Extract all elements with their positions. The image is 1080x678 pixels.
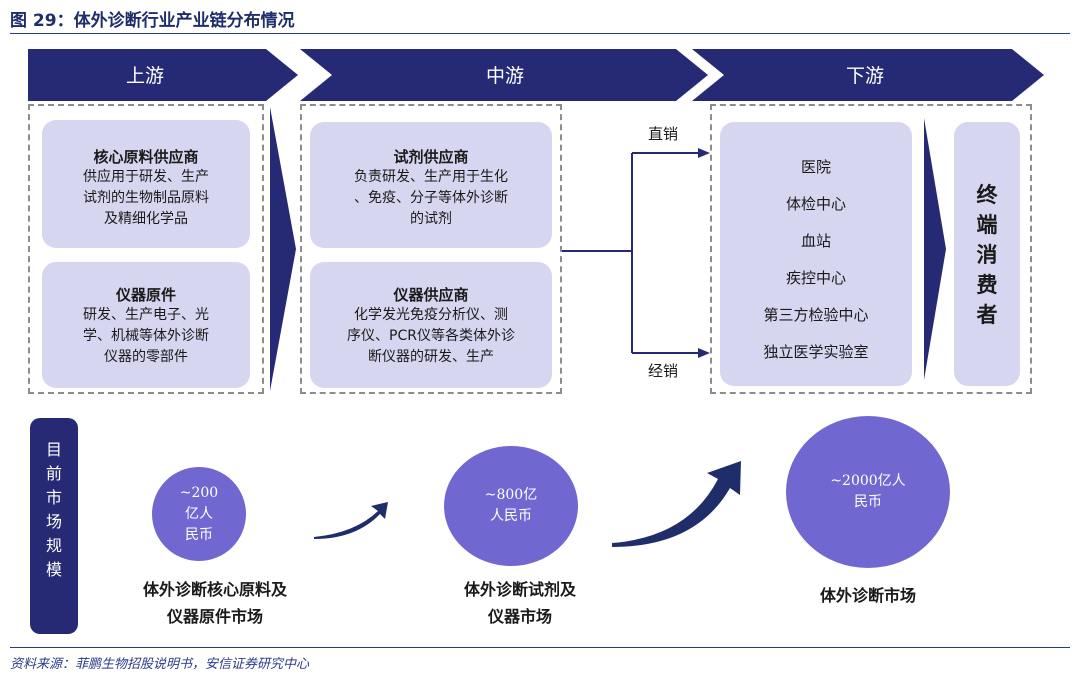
downstream-market-label: 体外诊断市场 [768, 582, 968, 609]
downstream-market-label-line: 体外诊断市场 [819, 586, 916, 605]
instrument-supplier-line: 断仪器的研发、生产 [368, 349, 494, 365]
midstream-label: 中游 [485, 65, 524, 87]
market-size-char: 规 [45, 536, 62, 555]
downstream-group [710, 104, 1032, 394]
instrument-parts-line: 学、机械等体外诊断 [83, 328, 209, 344]
market-size-char: 前 [45, 464, 62, 483]
institution-item: 第三方检验中心 [763, 306, 869, 324]
end-consumer-card: 终 端 消 费 者 [954, 122, 1020, 386]
downstream-market-value: ~2000亿人 [830, 473, 906, 489]
reagent-supplier-line: 的试剂 [410, 211, 452, 227]
instrument-parts-card: 仪器原件 研发、生产电子、光 学、机械等体外诊断 仪器的零部件 [42, 262, 250, 388]
reagent-supplier-line: 、免疫、分子等体外诊断 [354, 190, 508, 206]
upstream-market-value: 亿人 [185, 505, 213, 522]
institutions-to-consumer-arrow [924, 118, 946, 380]
instrument-parts-line: 研发、生产电子、光 [83, 307, 209, 323]
market-size-char: 目 [45, 440, 62, 459]
midstream-market-value: ~800亿 [484, 487, 538, 503]
end-consumer-char: 终 [976, 183, 998, 207]
direct-arrowhead [698, 148, 710, 158]
raw-materials-line: 及精细化学品 [104, 211, 188, 227]
instrument-supplier-title: 仪器供应商 [393, 286, 469, 304]
upstream-chevron [28, 49, 298, 101]
midstream-market-label-line: 仪器市场 [487, 607, 552, 626]
end-consumer-char: 端 [976, 213, 998, 237]
institution-item: 体检中心 [785, 195, 846, 213]
market-size-char: 市 [45, 488, 62, 507]
channel-connectors [562, 152, 700, 354]
upstream-market-label-line: 仪器原件市场 [166, 607, 263, 626]
upstream-market-value: 民币 [185, 526, 213, 543]
market-size-char: 场 [45, 512, 62, 531]
market-size-char: 模 [45, 560, 62, 579]
institution-item: 独立医学实验室 [763, 343, 869, 361]
instrument-parts-title: 仪器原件 [115, 286, 176, 304]
upstream-market-label-line: 体外诊断核心原料及 [142, 580, 287, 599]
midstream-market-bubble: ~800亿 人民币 [444, 446, 578, 566]
growth-arrow-large [612, 461, 741, 547]
downstream-market-value: 民币 [854, 494, 882, 510]
source-note: 资料来源：菲鹏生物招股说明书，安信证券研究中心 [10, 657, 310, 672]
institution-item: 血站 [800, 232, 831, 250]
title-rule [10, 33, 1070, 34]
distribution-label: 经销 [648, 362, 679, 380]
flow-graphics [28, 49, 1044, 391]
end-consumer-char: 者 [976, 303, 998, 327]
upstream-market-value: ~200 [179, 484, 219, 501]
instrument-parts-line: 仪器的零部件 [104, 349, 188, 365]
upstream-group [28, 104, 264, 394]
institutions-card: 医院 体检中心 血站 疾控中心 第三方检验中心 独立医学实验室 [720, 122, 912, 386]
upstream-market-label: 体外诊断核心原料及 仪器原件市场 [90, 576, 340, 630]
instrument-supplier-line: 序仪、PCR仪等各类体外诊 [347, 328, 515, 344]
midstream-market-label-line: 体外诊断试剂及 [463, 580, 576, 599]
raw-materials-line: 试剂的生物制品原料 [83, 190, 209, 206]
raw-materials-line: 供应用于研发、生产 [83, 169, 209, 185]
midstream-group [300, 104, 562, 394]
figure-title: 图 29：体外诊断行业产业链分布情况 [10, 11, 295, 31]
institution-item: 疾控中心 [785, 269, 846, 287]
downstream-market-bubble: ~2000亿人 民币 [786, 416, 950, 568]
growth-arrow-small [314, 502, 388, 539]
growth-arrows [314, 461, 741, 547]
raw-materials-title: 核心原料供应商 [93, 148, 199, 166]
distribution-arrowhead [698, 348, 710, 358]
downstream-label: 下游 [845, 65, 884, 87]
instrument-supplier-line: 化学发光免疫分析仪、测 [354, 307, 508, 323]
midstream-market-value: 人民币 [490, 508, 532, 524]
reagent-supplier-title: 试剂供应商 [393, 148, 469, 166]
upstream-market-bubble: ~200 亿人 民币 [152, 467, 246, 561]
end-consumer-char: 费 [976, 273, 998, 297]
reagent-supplier-line: 负责研发、生产用于生化 [354, 169, 508, 185]
raw-materials-card: 核心原料供应商 供应用于研发、生产 试剂的生物制品原料 及精细化学品 [42, 120, 250, 248]
direct-sales-label: 直销 [648, 125, 679, 143]
midstream-chevron [300, 49, 708, 101]
upstream-label: 上游 [125, 65, 164, 87]
footer-rule [10, 647, 1070, 648]
market-size-side-label: 目 前 市 场 规 模 [30, 418, 78, 634]
end-consumer-char: 消 [976, 243, 998, 267]
reagent-supplier-card: 试剂供应商 负责研发、生产用于生化 、免疫、分子等体外诊断 的试剂 [310, 122, 552, 248]
institution-item: 医院 [800, 158, 831, 176]
instrument-supplier-card: 仪器供应商 化学发光免疫分析仪、测 序仪、PCR仪等各类体外诊 断仪器的研发、生… [310, 262, 552, 388]
midstream-market-label: 体外诊断试剂及 仪器市场 [420, 576, 620, 630]
upstream-to-midstream-arrow [270, 107, 296, 391]
downstream-chevron [692, 49, 1044, 101]
